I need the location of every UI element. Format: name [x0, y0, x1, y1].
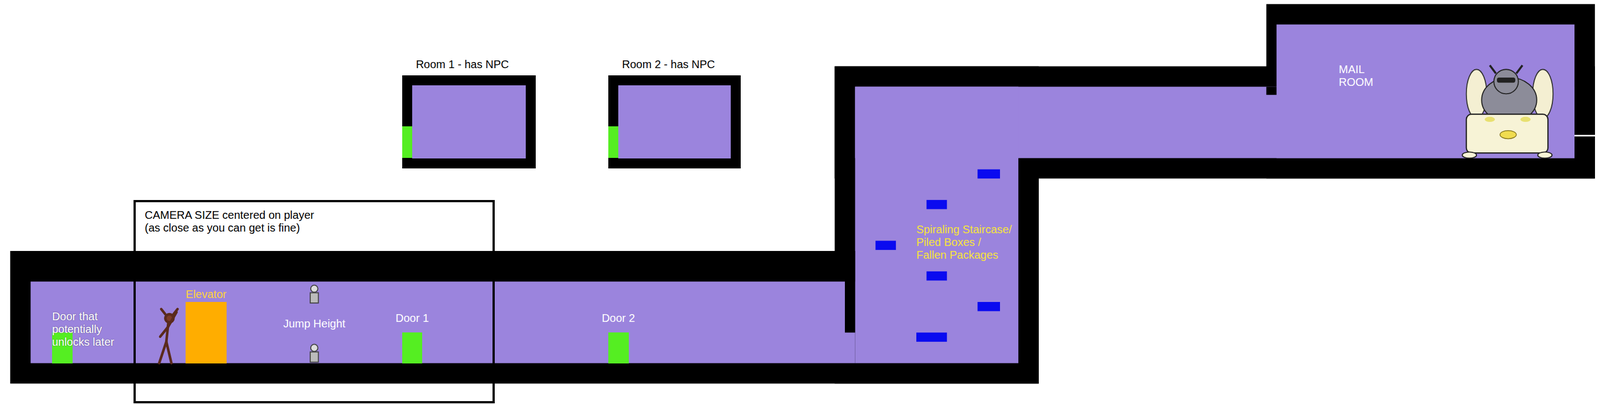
platform	[977, 169, 1000, 179]
mailroom-wall	[1266, 3, 1596, 179]
desk-foot	[1462, 151, 1477, 158]
door-marker	[402, 126, 413, 158]
room-box: Room 1 - has NPC	[402, 75, 536, 169]
door-marker	[608, 126, 619, 158]
mailroom-floor	[1276, 24, 1575, 158]
door-label: Door 1	[395, 311, 429, 325]
jump-height-label: Jump Height	[283, 317, 346, 331]
camera-frame: CAMERA SIZE centered on player (as close…	[133, 200, 495, 404]
creature-horns	[1489, 65, 1523, 74]
shaft-wall	[834, 66, 1039, 384]
staircase-label: Spiraling Staircase/ Piled Boxes / Falle…	[916, 223, 1014, 262]
room-label: Room 1 - has NPC	[416, 58, 510, 71]
marker-body	[310, 351, 319, 362]
partial-wall	[844, 250, 855, 333]
elevator-box: Elevator	[185, 301, 227, 364]
room-label: Room 2 - has NPC	[622, 58, 716, 71]
platform	[926, 200, 947, 210]
platform	[977, 301, 1000, 312]
mail-item	[1500, 130, 1517, 140]
wall-notch	[1266, 86, 1277, 96]
camera-note: CAMERA SIZE centered on player (as close…	[144, 208, 325, 235]
room-name-label: MAIL ROOM	[1338, 63, 1378, 89]
marker-body	[310, 292, 319, 303]
room-box: Room 2 - has NPC	[608, 75, 741, 169]
corridor-floor	[30, 281, 855, 363]
mail-item	[1484, 116, 1495, 122]
shaft-floor	[854, 86, 1019, 364]
door-box: Door that potentially unlocks later	[52, 332, 73, 363]
mail-creature	[1462, 65, 1553, 159]
creature-glasses	[1496, 77, 1516, 83]
door-label: Door 2	[601, 311, 635, 325]
player-figure	[159, 309, 178, 364]
door-box: Door 2	[608, 332, 629, 363]
platform	[875, 240, 896, 251]
jump-marker	[310, 285, 319, 304]
creature-head	[1493, 69, 1519, 94]
mail-item	[1520, 116, 1531, 122]
mail-desk	[1466, 114, 1548, 153]
door-box: Door 1	[402, 332, 423, 363]
player-arms	[160, 311, 177, 337]
platform	[916, 332, 947, 342]
exit-line	[1574, 135, 1600, 137]
marker-head	[310, 344, 319, 352]
marker-head	[310, 285, 319, 293]
desk-foot	[1537, 151, 1553, 158]
player-legs	[159, 341, 172, 364]
platform	[926, 271, 947, 281]
door-label: Door that potentially unlocks later	[52, 310, 122, 349]
elevator-label: Elevator	[185, 288, 227, 301]
jump-marker	[310, 344, 319, 362]
